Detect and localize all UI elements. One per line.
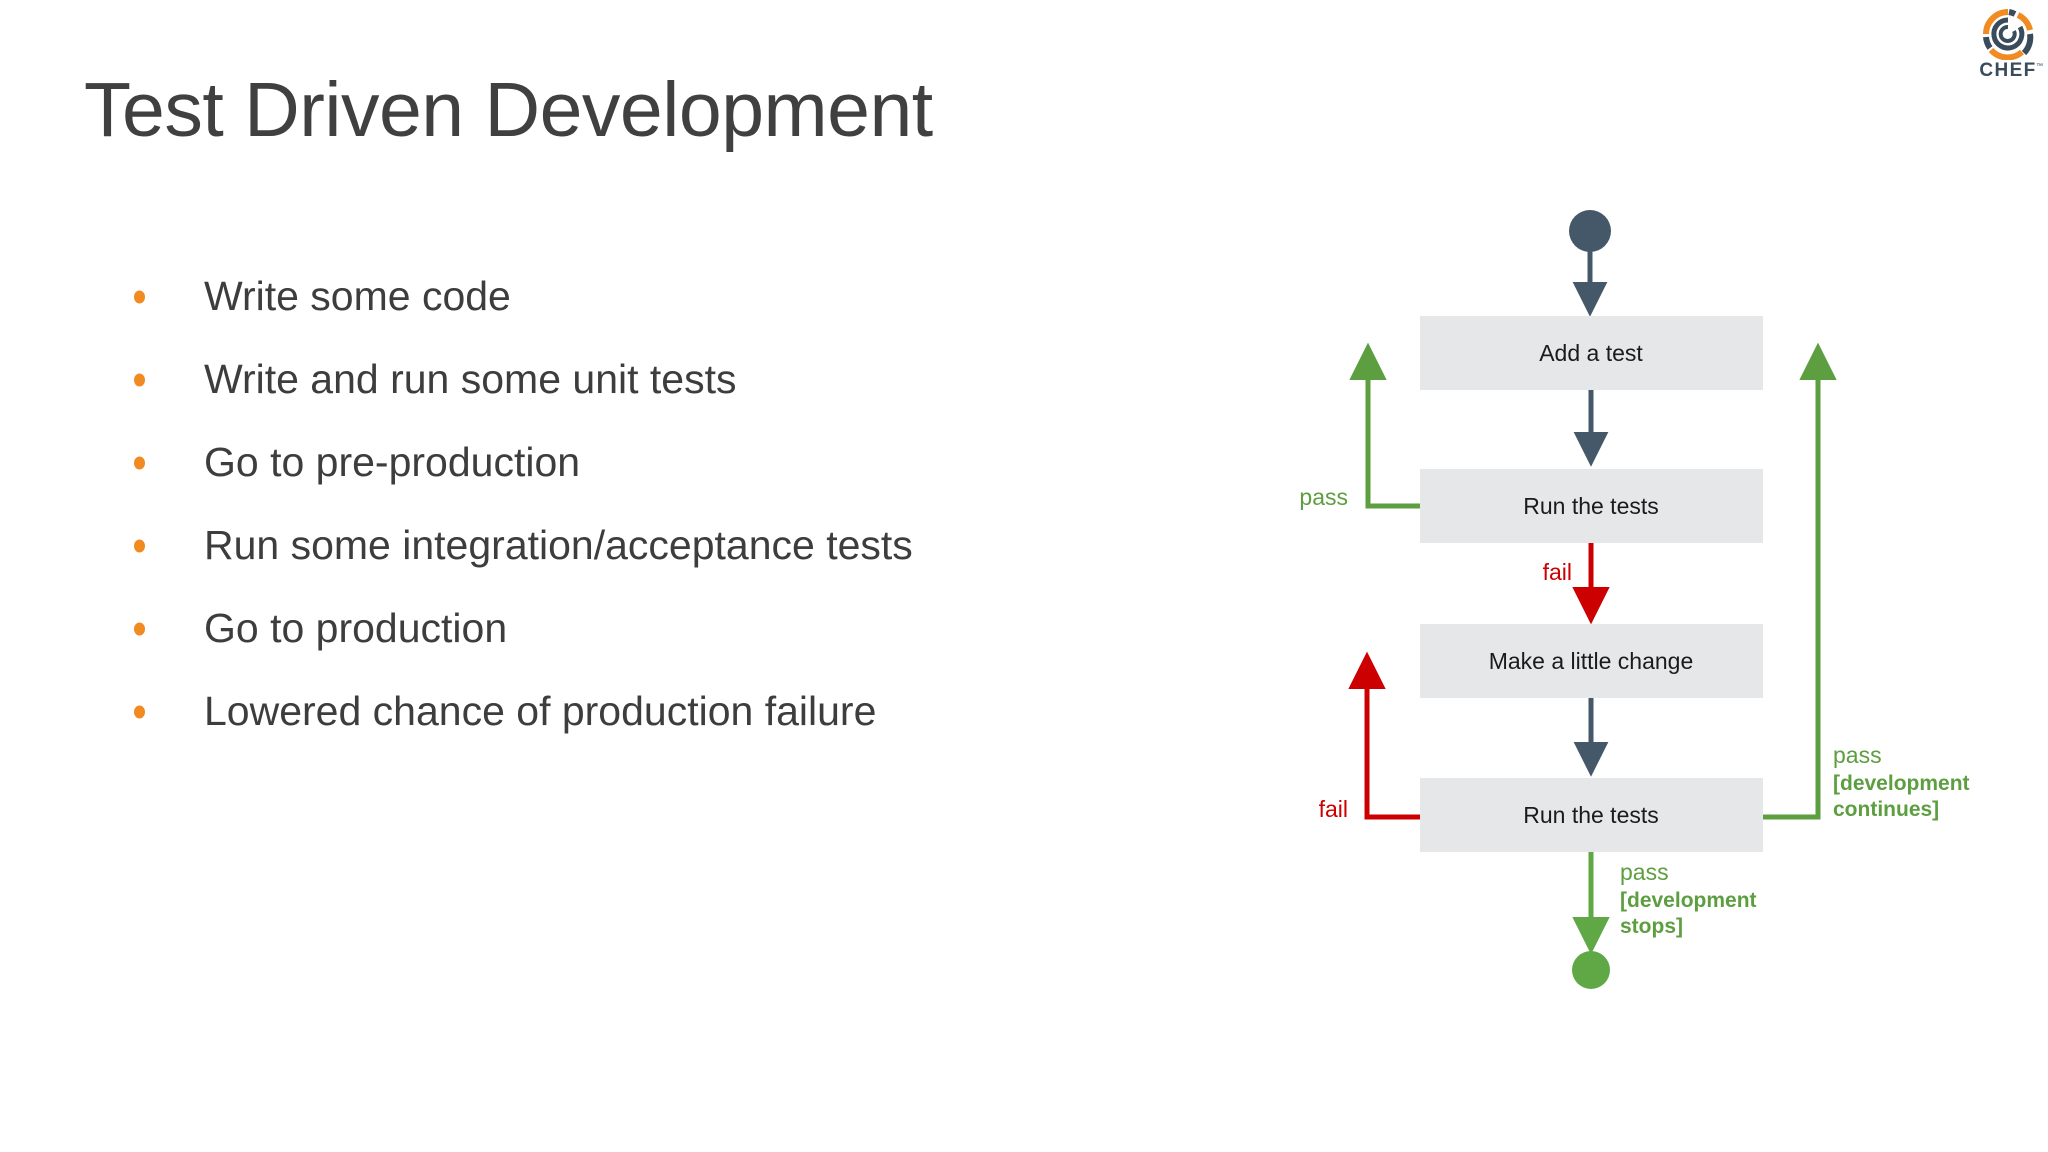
list-item: Lowered chance of production failure	[126, 670, 1206, 753]
edge-label-pass-left: pass	[1299, 484, 1348, 510]
bullet-dot-icon	[134, 539, 145, 552]
page-title: Test Driven Development	[84, 67, 933, 153]
node-run-the-tests-1-label: Run the tests	[1523, 493, 1659, 519]
list-item-label: Go to production	[204, 604, 508, 651]
node-run-the-tests-2-label: Run the tests	[1523, 802, 1659, 828]
list-item-label: Run some integration/acceptance tests	[204, 521, 913, 568]
list-item-label: Write some code	[204, 272, 511, 319]
list-item-label: Write and run some unit tests	[204, 355, 737, 402]
node-make-a-little-change-label: Make a little change	[1489, 648, 1694, 674]
flowchart-svg: Add a test Run the tests pass fail Make …	[1299, 210, 1970, 989]
edge-fail-run-the-tests-2-to-make-a-little-change	[1348, 651, 1420, 820]
bullet-dot-icon	[134, 456, 145, 469]
edge-pass-run-the-tests-1-to-add-a-test	[1349, 342, 1420, 509]
edge-label-pass-bottom-bold-2: stops]	[1620, 915, 1683, 938]
edge-label-pass-right-bold-2: continues]	[1833, 798, 1939, 821]
edge-label-pass-right: pass	[1833, 742, 1882, 768]
bullet-dot-icon	[134, 290, 145, 303]
node-run-the-tests-1	[1420, 469, 1763, 543]
node-run-the-tests-2	[1420, 778, 1763, 852]
node-add-a-test-label: Add a test	[1539, 340, 1643, 366]
list-item-label: Go to pre-production	[204, 438, 581, 485]
tdd-flowchart: Add a test Run the tests pass fail Make …	[1250, 180, 2040, 1040]
brand-trademark: ™	[2036, 63, 2043, 70]
node-add-a-test	[1420, 316, 1763, 390]
edge-label-pass-right-bold-1: [development	[1833, 772, 1970, 795]
node-make-a-little-change	[1420, 624, 1763, 698]
start-node	[1569, 210, 1611, 252]
bullet-dot-icon	[134, 622, 145, 635]
bullet-list: Write some code Write and run some unit …	[126, 255, 1206, 753]
list-item: Write and run some unit tests	[126, 338, 1206, 421]
edge-label-pass-bottom: pass	[1620, 859, 1669, 885]
list-item-label: Lowered chance of production failure	[204, 687, 877, 734]
edge-label-fail-left: fail	[1319, 796, 1348, 822]
edge-label-fail-middle: fail	[1543, 559, 1572, 585]
edge-pass-run-the-tests-2-to-add-a-test	[1763, 342, 1837, 820]
list-item: Go to pre-production	[126, 421, 1206, 504]
list-item: Run some integration/acceptance tests	[126, 504, 1206, 587]
list-item: Go to production	[126, 587, 1206, 670]
list-item: Write some code	[126, 255, 1206, 338]
edge-label-pass-bottom-bold-1: [development	[1620, 889, 1757, 912]
brand-wordmark: CHEF	[1979, 60, 2037, 81]
bullet-dot-icon	[134, 373, 145, 386]
end-node	[1572, 951, 1610, 989]
chef-brand-logo: CHEF ™	[1972, 8, 2044, 86]
bullet-dot-icon	[134, 705, 145, 718]
chef-circular-logo-icon	[1983, 9, 2034, 60]
